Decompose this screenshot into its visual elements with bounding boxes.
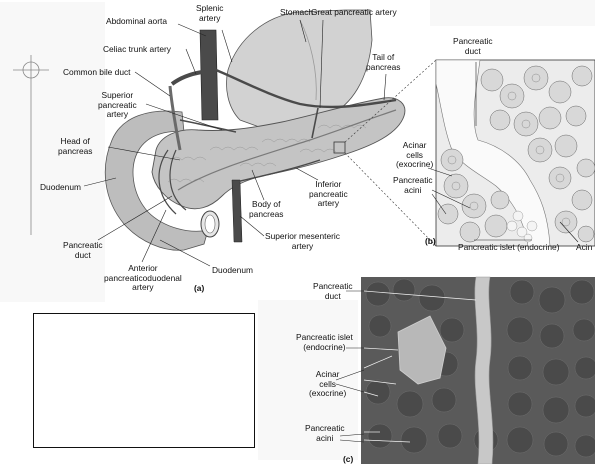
label-abdominal-aorta: Abdominal aorta <box>106 17 167 27</box>
celiac-trunk-vessel <box>172 72 202 84</box>
label-duodenum-left: Duodenum <box>40 183 81 193</box>
label-pancreatic-duct-c: Pancreatic duct <box>313 282 353 301</box>
panel-c-tag: (c) <box>343 454 353 464</box>
label-stomach: Stomach <box>280 8 313 18</box>
label-acinar-cells-c: Acinar cells (exocrine) <box>309 370 346 399</box>
panel-b-tag: (b) <box>425 236 436 246</box>
crosshair-mark <box>13 55 49 235</box>
label-superior-pancreatic-artery: Superior pancreatic artery <box>98 91 137 120</box>
label-splenic-artery: Splenic artery <box>196 4 223 23</box>
abdominal-aorta-vessel <box>200 30 218 120</box>
empty-annotation-box <box>33 313 255 448</box>
label-pancreatic-acini-c: Pancreatic acini <box>305 424 345 443</box>
superior-mesenteric-artery-vessel <box>232 180 242 242</box>
label-inferior-pancreatic-artery: Inferior pancreatic artery <box>309 180 348 209</box>
panel-c-micrograph <box>336 277 595 464</box>
label-celiac-trunk-artery: Celiac trunk artery <box>103 45 171 55</box>
panel-a-tag: (a) <box>194 283 204 293</box>
label-pancreatic-islet-b: Pancreatic islet (endocrine) <box>458 243 559 253</box>
label-acinar-truncated-b: Acin <box>576 243 592 253</box>
label-acinar-cells-b: Acinar cells (exocrine) <box>396 141 433 170</box>
label-common-bile-duct: Common bile duct <box>63 68 131 78</box>
label-superior-mesenteric-artery: Superior mesenteric artery <box>265 232 340 251</box>
label-body-of-pancreas: Body of pancreas <box>249 200 283 219</box>
label-pancreatic-acini-b: Pancreatic acini <box>393 176 433 195</box>
label-pancreatic-islet-c: Pancreatic islet (endocrine) <box>296 333 353 352</box>
panel-b-histology-illustration <box>428 60 595 246</box>
label-pancreatic-duct-a: Pancreatic duct <box>63 241 103 260</box>
label-duodenum-bottom: Duodenum <box>212 266 253 276</box>
label-head-of-pancreas: Head of pancreas <box>58 137 92 156</box>
label-pancreatic-duct-b: Pancreatic duct <box>453 37 493 56</box>
label-great-pancreatic-artery: Great pancreatic artery <box>311 8 397 18</box>
label-tail-of-pancreas: Tail of pancreas <box>366 53 400 72</box>
label-anterior-pancreaticoduodenal-artery: Anterior pancreaticoduodenal artery <box>104 264 182 293</box>
cut-intestine-lumen <box>205 215 215 233</box>
